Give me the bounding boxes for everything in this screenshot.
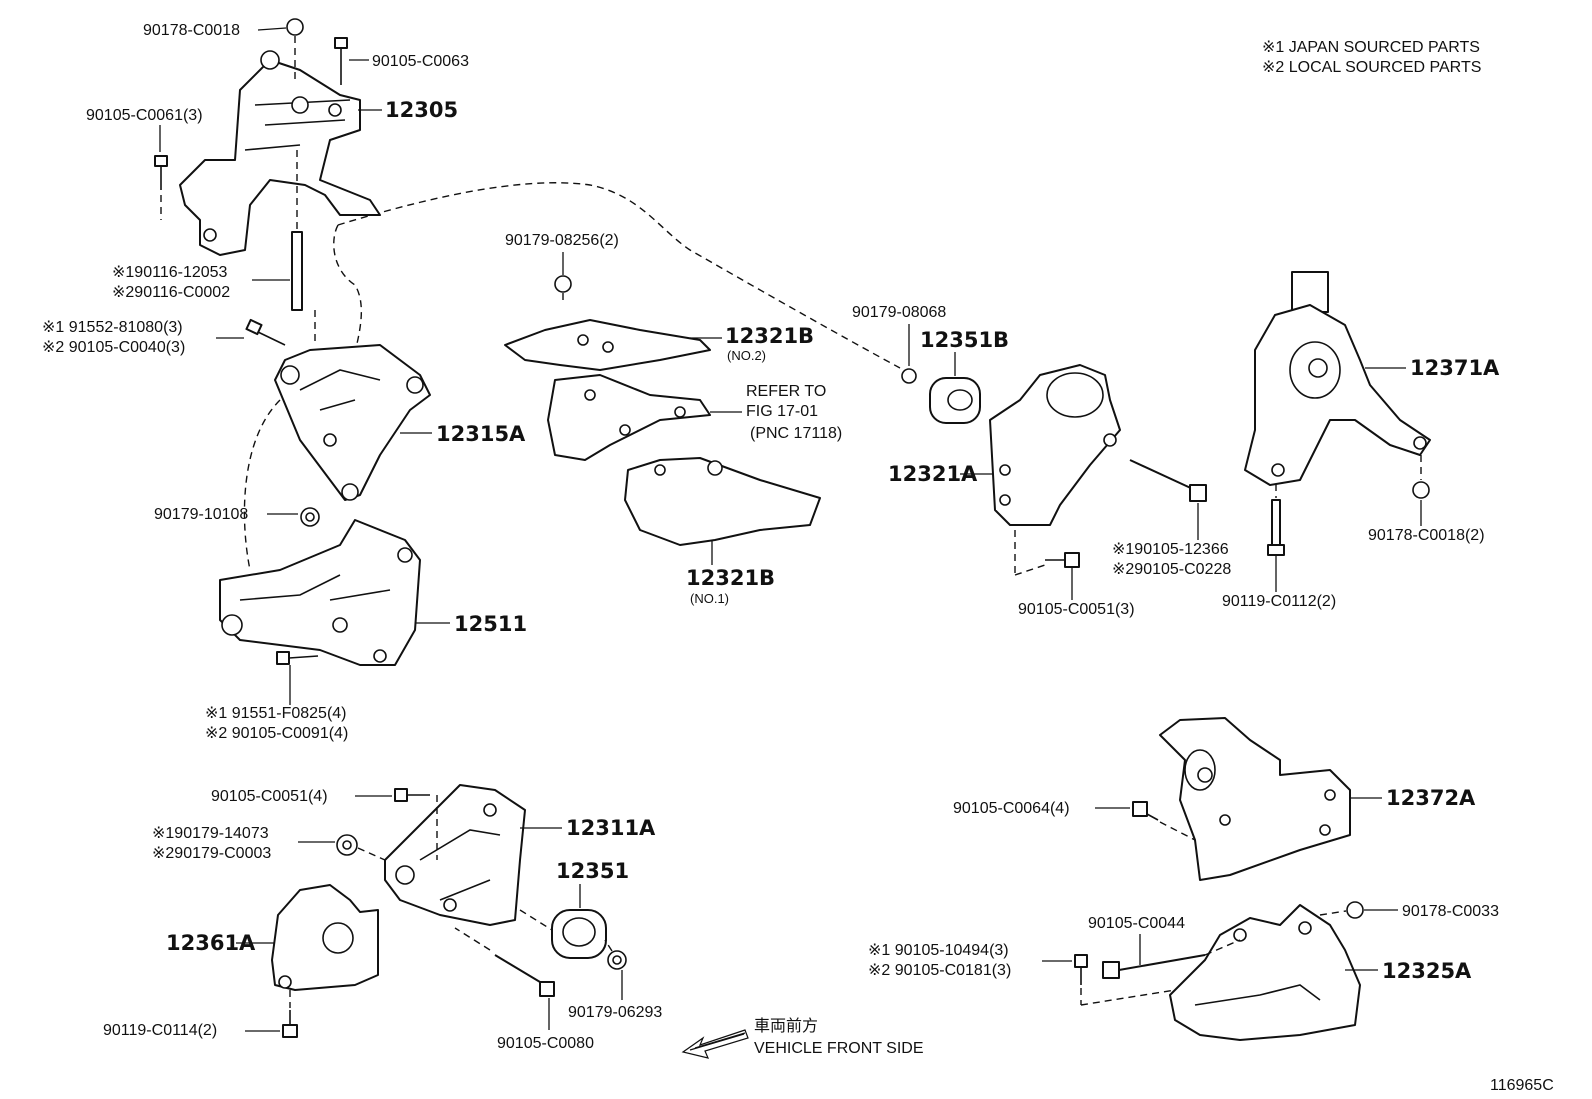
engine-outline-dashed [337, 182, 901, 369]
bolt-90105-C0044-icon [1102, 939, 1241, 979]
nut-90178-C0018-icon [286, 18, 304, 80]
label-12305: 12305 [385, 98, 458, 122]
label-12321B-no1: 12321B [686, 566, 775, 590]
label-90119-C0114: 90119-C0114(2) [103, 1022, 217, 1039]
label-90178-C0033: 90178-C0033 [1402, 903, 1499, 920]
label-90179-08256: 90179-08256(2) [505, 232, 619, 249]
bolt-90105-10494-icon [1074, 954, 1176, 1006]
label-12321B-no2-sub: (NO.2) [727, 348, 766, 363]
bracket-12511[interactable] [219, 519, 421, 666]
engine-outline-dashed-left [243, 224, 362, 571]
label-12321B-no2: 12321B [725, 324, 814, 348]
bolt-90105-C0061-icon [154, 155, 168, 220]
insulator-12361A[interactable] [271, 884, 379, 991]
insulator-12351B[interactable] [929, 377, 981, 424]
figure-id: 116965C [1490, 1077, 1554, 1094]
bracket-12321A[interactable] [989, 364, 1121, 526]
nut-90179-06293-icon [604, 939, 627, 970]
label-90178-C0018: 90178-C0018 [143, 22, 240, 39]
label-12315A: 12315A [436, 422, 526, 446]
label-90105-C0051-4: 90105-C0051(4) [211, 788, 328, 805]
label-90105-C0061: 90105-C0061(3) [86, 107, 203, 124]
stud-90116-icon [291, 150, 316, 345]
label-90105-10494: ※1 90105-10494(3) [868, 942, 1009, 959]
label-12325A: 12325A [1382, 959, 1472, 983]
label-90178-C0018-2: 90178-C0018(2) [1368, 527, 1485, 544]
bolt-90105-C0080-icon [454, 927, 555, 997]
label-90105-C0040: ※2 90105-C0040(3) [42, 339, 185, 356]
nut-90179-10108-icon [300, 507, 320, 527]
nut-90179-08068-icon [901, 368, 917, 384]
label-vehicle-front-side: VEHICLE FRONT SIDE [754, 1040, 924, 1057]
insulator-12351[interactable] [551, 909, 607, 959]
label-90105-C0064: 90105-C0064(4) [953, 800, 1070, 817]
mount-12372A[interactable] [1159, 717, 1351, 881]
label-12351B: 12351B [920, 328, 1009, 352]
label-refer-to: REFER TO [746, 383, 826, 400]
label-refer-pnc: (PNC 17118) [750, 425, 842, 442]
note-japan-sourced: ※1 JAPAN SOURCED PARTS [1262, 39, 1480, 56]
label-12311A: 12311A [566, 816, 656, 840]
nut-90178-C0018-2-icon [1412, 455, 1430, 499]
label-90179-08068: 90179-08068 [852, 304, 946, 321]
bracket-12311A[interactable] [384, 784, 526, 926]
label-90105-C0091: ※2 90105-C0091(4) [205, 725, 348, 742]
label-90179-C0003: ※290179-C0003 [152, 845, 271, 862]
label-vehicle-front-jp: 車両前方 [754, 1017, 818, 1035]
bolt-90119-C0114-icon [282, 990, 298, 1038]
stud-90119-C0112-icon [1267, 484, 1285, 556]
label-90116-12053: ※190116-12053 [112, 264, 228, 281]
label-90105-12366: ※190105-12366 [1112, 541, 1229, 558]
label-91551-F0825: ※1 91551-F0825(4) [205, 705, 347, 722]
bolt-90105-C0064-icon [1132, 801, 1196, 841]
label-12351: 12351 [556, 859, 629, 883]
label-12371A: 12371A [1410, 356, 1500, 380]
label-90179-06293: 90179-06293 [568, 1004, 662, 1021]
bracket-12321B-no2[interactable] [504, 319, 711, 371]
label-90105-C0080: 90105-C0080 [497, 1035, 594, 1052]
bracket-12321B-no1[interactable] [624, 457, 821, 546]
label-90105-C0228: ※290105-C0228 [1112, 561, 1231, 578]
label-12511: 12511 [454, 612, 527, 636]
nut-90178-C0033-icon [1319, 901, 1364, 919]
bolt-90105-C0051-4-icon [394, 788, 438, 860]
bolt-91552-icon [245, 318, 286, 346]
bolt-90105-C0051-3-icon [1014, 530, 1080, 576]
label-90179-14073: ※190179-14073 [152, 825, 269, 842]
label-90116-C0002: ※290116-C0002 [112, 284, 230, 301]
engine-mount-12305[interactable] [179, 50, 381, 256]
label-90105-C0181: ※2 90105-C0181(3) [868, 962, 1011, 979]
vehicle-front-arrow-icon [681, 1029, 749, 1059]
note-local-sourced: ※2 LOCAL SOURCED PARTS [1262, 59, 1481, 76]
label-90179-10108: 90179-10108 [154, 506, 248, 523]
bolt-90105-C0063-icon [334, 37, 348, 85]
bracket-12315A[interactable] [274, 344, 431, 501]
label-90105-C0051-3: 90105-C0051(3) [1018, 601, 1135, 618]
nut-90179-08256-icon [554, 275, 572, 305]
bracket-center [547, 374, 711, 461]
label-91552-81080: ※1 91552-81080(3) [42, 319, 183, 336]
label-90105-C0063: 90105-C0063 [372, 53, 469, 70]
mount-12371A[interactable] [1244, 271, 1431, 486]
label-refer-fig: FIG 17-01 [746, 403, 818, 420]
bolt-91551-icon [276, 651, 319, 665]
nut-90179-14073-icon [336, 834, 386, 861]
label-90119-C0112: 90119-C0112(2) [1222, 593, 1336, 610]
bolt-90105-12366-icon [1129, 459, 1207, 502]
label-90105-C0044: 90105-C0044 [1088, 915, 1185, 932]
label-12372A: 12372A [1386, 786, 1476, 810]
bracket-12325A[interactable] [1169, 904, 1361, 1041]
label-12321B-no1-sub: (NO.1) [690, 591, 729, 606]
